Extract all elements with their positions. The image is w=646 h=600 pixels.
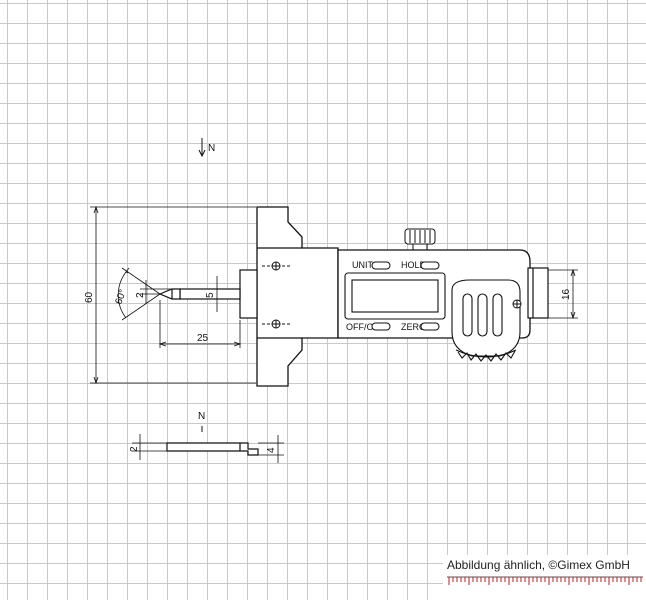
unit-button	[371, 261, 391, 270]
end-cap	[527, 267, 549, 319]
probe-diameter-dimension	[212, 276, 222, 312]
off-on-button	[371, 322, 391, 331]
off-on-button-label: OFF/ON	[346, 322, 380, 332]
probe	[158, 269, 258, 319]
unit-button-label: UNIT	[352, 260, 373, 270]
ruler-icon	[447, 576, 643, 585]
body-width-label: 16	[561, 288, 572, 300]
tip-angle-dimension	[117, 267, 161, 321]
probe-length-dimension	[158, 300, 242, 348]
screw-icon	[512, 299, 522, 309]
tip-offset-label: 2	[135, 292, 146, 298]
probe-diameter-label: 5	[205, 292, 216, 298]
adjustment-knob	[404, 228, 436, 251]
step-height-dimension	[258, 435, 284, 463]
top-view-arrow	[198, 138, 206, 158]
side-view-label: N	[198, 411, 205, 422]
credit-box: Abbildung ähnlich, ©Gimex GmbH	[443, 555, 646, 600]
screw-icon	[262, 261, 290, 271]
step-height-label: 4	[266, 447, 277, 453]
top-view-label: N	[208, 143, 215, 154]
thumb-grip	[451, 279, 521, 362]
plate-thickness-dimension	[132, 434, 167, 460]
zero-button-label: ZERO	[401, 322, 426, 332]
height-dimension-label: 60	[84, 291, 95, 303]
base-plate-side-view	[166, 442, 259, 456]
credit-text: Abbildung ähnlich, ©Gimex GmbH	[447, 558, 630, 572]
gauge-base	[256, 206, 339, 387]
height-dimension	[90, 205, 256, 385]
tip-angle-label: 60°	[113, 288, 129, 306]
zero-button	[420, 322, 440, 331]
plate-thickness-label: 2	[129, 446, 140, 452]
tip-offset-dimension	[140, 280, 172, 304]
hold-button	[420, 261, 440, 270]
body-width-dimension	[548, 268, 578, 320]
hold-button-label: HOLD	[401, 260, 427, 270]
lcd-display	[344, 272, 446, 320]
screw-icon	[262, 319, 290, 329]
probe-length-label: 25	[197, 333, 209, 344]
